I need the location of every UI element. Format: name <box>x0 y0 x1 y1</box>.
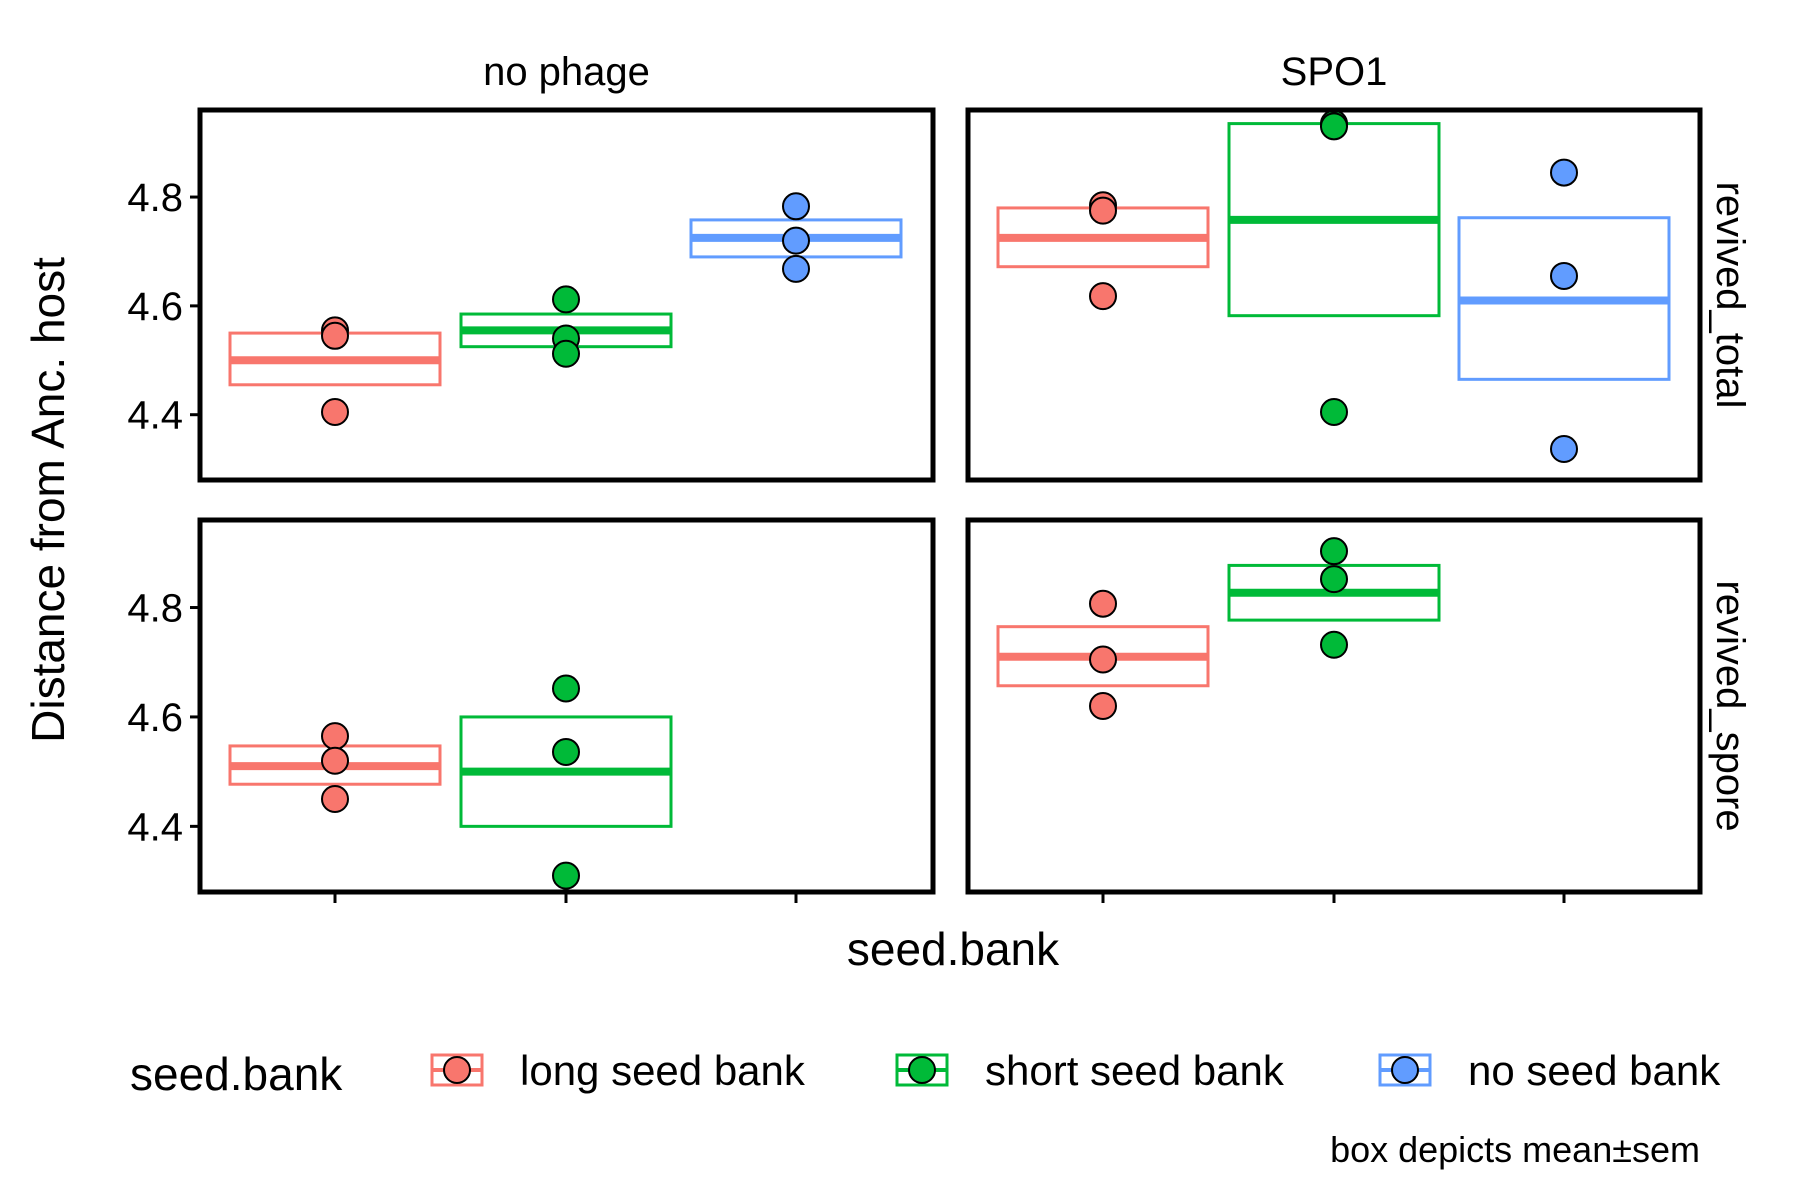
legend-key-point <box>908 1056 936 1084</box>
legend-key-point <box>1391 1056 1419 1084</box>
y-tick-label: 4.8 <box>127 587 183 631</box>
x-axis-title: seed.bank <box>847 923 1060 975</box>
data-point <box>1320 537 1348 566</box>
data-point <box>1320 397 1348 426</box>
facet-strip-0: no phage <box>483 50 650 94</box>
x-axis <box>198 890 1702 903</box>
panels-layer: no phage SPO1 revived_total revived_spore <box>197 50 1752 895</box>
data-point <box>1550 434 1578 463</box>
data-point <box>782 254 810 283</box>
data-point <box>1320 565 1348 594</box>
y-tick-label: 4.4 <box>127 394 183 438</box>
panel-2 <box>197 517 936 895</box>
data-point <box>552 737 580 766</box>
y-tick-label: 4.4 <box>127 805 183 849</box>
legend-label: long seed bank <box>520 1047 806 1094</box>
data-point <box>782 192 810 221</box>
legend-key-0 <box>430 1053 484 1087</box>
data-point <box>552 339 580 368</box>
legend: seed.bank long seed bank short seed bank n… <box>130 1047 1721 1100</box>
legend-key-2 <box>1378 1053 1432 1087</box>
y-tick-label: 4.6 <box>127 285 183 329</box>
legend-label: short seed bank <box>985 1047 1285 1094</box>
y-tick-label: 4.6 <box>127 696 183 740</box>
data-point <box>782 226 810 255</box>
data-point <box>321 785 349 813</box>
data-point <box>1089 282 1117 311</box>
data-point <box>321 746 349 775</box>
y-axis: 4.4 4.6 4.8 4.4 4.6 4.8 <box>127 108 202 894</box>
facet-strip-row-0: revived_total <box>1708 182 1752 409</box>
data-point <box>321 321 349 350</box>
panel-border <box>965 107 1703 483</box>
caption: box depicts mean±sem <box>1330 1129 1700 1170</box>
legend-key-1 <box>895 1053 949 1087</box>
data-point <box>1320 112 1348 141</box>
panel-border <box>197 517 936 895</box>
panel-3 <box>965 517 1703 895</box>
data-point <box>321 722 349 751</box>
panel-1 <box>965 107 1703 483</box>
y-axis-title: Distance from Anc. host <box>22 257 74 743</box>
data-point <box>1089 589 1117 618</box>
legend-title: seed.bank <box>130 1048 343 1100</box>
data-point <box>1089 196 1117 225</box>
data-point <box>1550 261 1578 290</box>
data-point <box>552 285 580 314</box>
legend-key-point <box>443 1056 471 1084</box>
data-point <box>321 397 349 426</box>
panel-0 <box>197 107 936 483</box>
facet-strip-1: SPO1 <box>1281 50 1388 94</box>
data-point <box>552 674 580 703</box>
data-point <box>1089 692 1117 720</box>
data-point <box>1550 158 1578 187</box>
data-point <box>1089 645 1117 674</box>
facet-strip-row-1: revived_spore <box>1708 580 1752 831</box>
data-point <box>552 861 580 890</box>
data-point <box>1320 630 1348 659</box>
y-tick-label: 4.8 <box>127 176 183 220</box>
legend-label: no seed bank <box>1468 1047 1721 1094</box>
